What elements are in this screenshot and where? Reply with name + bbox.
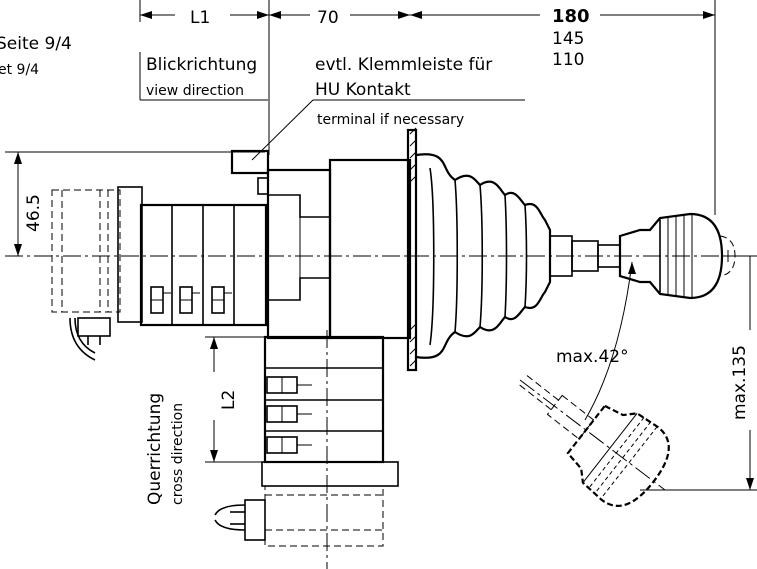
terminal-note-de-2: HU Kontakt bbox=[315, 80, 411, 100]
rubber-bellows bbox=[415, 153, 599, 359]
terminal-block bbox=[230, 149, 270, 175]
dimension-110: 110 bbox=[552, 50, 584, 70]
tilted-knob bbox=[519, 375, 670, 507]
dimension-l1: L1 bbox=[190, 8, 210, 28]
view-direction-de: Blickrichtung bbox=[146, 55, 257, 75]
dimension-max135-lines bbox=[640, 255, 757, 491]
reference-seite: Seite 9/4 bbox=[0, 34, 72, 54]
central-body bbox=[266, 158, 412, 340]
dimension-70: 70 bbox=[317, 8, 339, 28]
dimension-145: 145 bbox=[552, 29, 584, 49]
cross-direction-en: cross direction bbox=[170, 403, 186, 505]
lever-knob bbox=[597, 212, 736, 300]
dimension-max135: max.135 bbox=[730, 345, 750, 420]
cross-switch-block bbox=[263, 335, 385, 464]
terminal-note-en: terminal if necessary bbox=[317, 112, 464, 128]
left-dashed-housing bbox=[51, 186, 143, 361]
view-direction-en: view direction bbox=[146, 83, 244, 99]
cross-direction-de: Querrichtung bbox=[145, 393, 165, 505]
top-dimension-chain bbox=[139, 0, 716, 215]
dimension-l2-lines bbox=[205, 336, 265, 463]
dimension-180: 180 bbox=[552, 6, 590, 27]
terminal-note-de-1: evtl. Klemmleiste für bbox=[315, 55, 492, 75]
switch-block bbox=[139, 203, 268, 327]
mounting-plate bbox=[406, 127, 418, 372]
reference-sheet: et 9/4 bbox=[0, 62, 39, 78]
angle-label: max.42° bbox=[556, 347, 629, 367]
dimension-46-5: 46.5 bbox=[24, 194, 44, 232]
dimension-l2: L2 bbox=[219, 390, 239, 410]
angle-arc bbox=[584, 261, 633, 421]
dimension-46-5-lines bbox=[5, 151, 265, 256]
bottom-dashed-housing bbox=[214, 461, 399, 547]
